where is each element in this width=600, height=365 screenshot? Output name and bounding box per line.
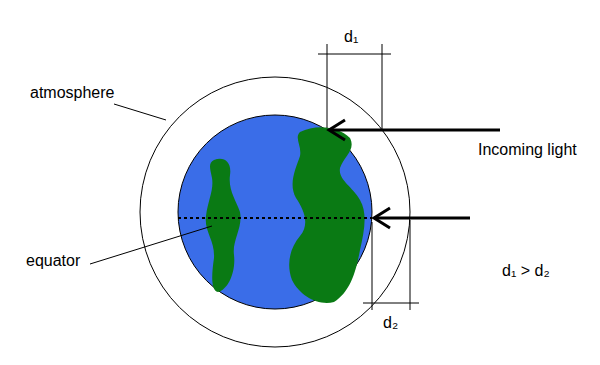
part-label: equator (26, 252, 80, 270)
leader-line (114, 104, 166, 120)
dimension-label: d₁ (344, 28, 358, 46)
dimension-line (372, 222, 373, 310)
atmosphere-circle (140, 77, 410, 347)
dimension-line (318, 54, 391, 55)
equator-line (178, 217, 372, 219)
arrowhead (374, 208, 390, 228)
leader-line (90, 226, 212, 264)
dimension-line (382, 44, 383, 130)
continent (206, 159, 241, 292)
light-arrow (330, 129, 500, 132)
arrowhead (329, 120, 345, 140)
continent (289, 127, 364, 303)
note-label: d₁ > d₂ (502, 262, 550, 280)
dimension-line (327, 44, 328, 128)
part-label: atmosphere (30, 84, 115, 102)
dimension-line (410, 220, 411, 310)
light-label: Incoming light (478, 141, 577, 159)
dimension-line (363, 303, 419, 304)
earth-circle (178, 115, 372, 309)
dimension-label: d₂ (383, 314, 398, 332)
light-arrow (375, 217, 470, 220)
